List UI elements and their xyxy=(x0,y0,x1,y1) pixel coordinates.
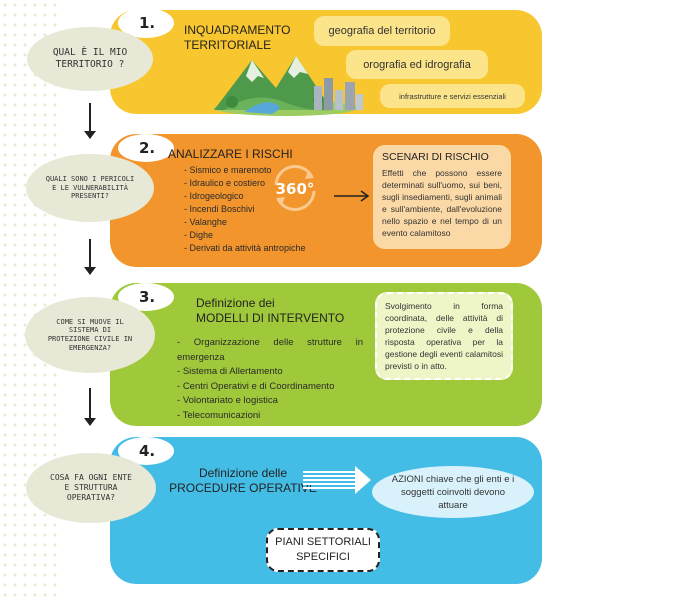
right-arrow-icon xyxy=(334,190,370,202)
plans-line: SPECIFICI xyxy=(296,551,350,563)
risk-item: Derivati da attività antropiche xyxy=(184,242,306,255)
risk-item: Incendi Boschivi xyxy=(184,203,306,216)
sectoral-plans-box: PIANI SETTORIALI SPECIFICI xyxy=(266,528,380,572)
step-4-number: 4. xyxy=(139,442,156,460)
step-1-number: 1. xyxy=(139,14,156,32)
title-line: PROCEDURE OPERATIVE xyxy=(169,481,317,495)
title-line: Definizione delle xyxy=(198,466,288,480)
intervention-item: Telecomunicazioni xyxy=(177,409,363,424)
question-line: OPERATIVA? xyxy=(66,493,116,502)
landscape-illustration xyxy=(214,56,363,116)
question-line: PROTEZIONE CIVILE IN xyxy=(47,335,133,343)
risk-item: Idraulico e costiero xyxy=(184,177,306,190)
question-line: E LE VULNERABILITÀ xyxy=(52,183,128,192)
down-arrow-icon xyxy=(84,388,96,426)
question-line: PRESENTI? xyxy=(71,192,109,201)
risk-list: Sismico e maremoto Idraulico e costiero … xyxy=(184,164,306,255)
question-line: QUALI SONO I PERICOLI xyxy=(45,174,135,183)
down-arrow-icon xyxy=(84,239,96,275)
intervention-item: Volontariato e logistica xyxy=(177,394,363,409)
title-line: TERRITORIALE xyxy=(184,38,272,52)
down-arrow-icon xyxy=(84,103,96,139)
step-3-number: 3. xyxy=(139,288,156,306)
intervention-list: Organizzazione delle strutture in emerge… xyxy=(177,336,363,423)
key-actions-bubble: AZIONI chiave che gli enti e i soggetti … xyxy=(372,466,534,518)
intervention-item: Centri Operativi e di Coordinamento xyxy=(177,380,363,395)
step-4-title: Definizione delle PROCEDURE OPERATIVE xyxy=(168,466,318,496)
striped-arrow-icon xyxy=(303,466,371,494)
question-line: SISTEMA DI xyxy=(68,326,112,335)
risk-item: Sismico e maremoto xyxy=(184,164,306,177)
tag-infrastructure: infrastrutture e servizi essenziali xyxy=(380,84,525,108)
risk-item: Idrogeologico xyxy=(184,190,306,203)
tag-geography: geografia del territorio xyxy=(314,16,450,46)
rotate-360-icon xyxy=(274,164,316,212)
risk-scenarios-text: Effetti che possono essere determinati s… xyxy=(382,168,502,238)
title-line: Definizione dei xyxy=(196,296,275,310)
question-line: EMERGENZA? xyxy=(68,343,112,352)
title-line: MODELLI DI INTERVENTO xyxy=(196,311,345,325)
step-3-title: Definizione dei MODELLI DI INTERVENTO xyxy=(196,296,344,326)
risk-item: Valanghe xyxy=(184,216,306,229)
question-line: E STRUTTURA xyxy=(64,483,118,492)
risk-scenarios-box: SCENARI DI RISCHIO Effetti che possono e… xyxy=(373,145,511,249)
step-1-title: INQUADRAMENTO TERRITORIALE xyxy=(184,23,290,53)
intervention-item: Organizzazione delle strutture in emerge… xyxy=(177,336,363,365)
title-line: INQUADRAMENTO xyxy=(184,23,291,37)
step-2-number-tab xyxy=(118,134,174,162)
question-line: COME SI MUOVE IL xyxy=(56,317,124,326)
question-line: QUAL È IL MIO xyxy=(52,47,128,59)
tag-orography: orografia ed idrografia xyxy=(346,50,488,79)
question-line: COSA FA OGNI ENTE xyxy=(50,473,132,482)
risk-item: Dighe xyxy=(184,229,306,242)
step-2-title: ANALIZZARE I RISCHI xyxy=(168,147,293,161)
question-line: TERRITORIO ? xyxy=(55,59,125,70)
plans-line: PIANI SETTORIALI xyxy=(275,536,371,548)
step-2-number: 2. xyxy=(139,139,156,157)
risk-scenarios-title: SCENARI DI RISCHIO xyxy=(382,151,489,163)
badge-360: 360° xyxy=(275,180,315,198)
coordination-note-box: Svolgimento in forma coordinata, delle a… xyxy=(375,292,513,380)
intervention-item: Sistema di Allertamento xyxy=(177,365,363,380)
